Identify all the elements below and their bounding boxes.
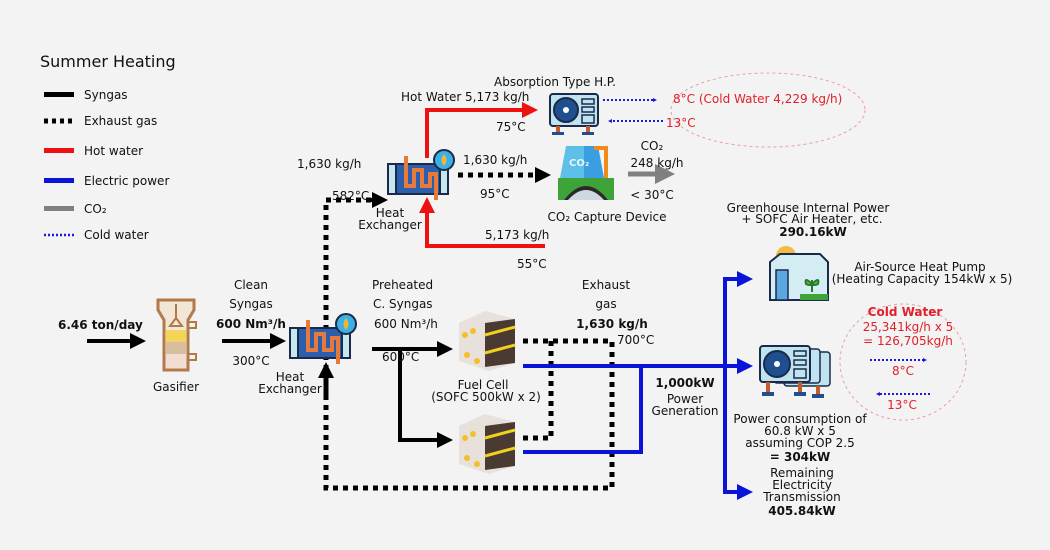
exhaust-temp: 700°C	[617, 333, 655, 347]
ashp-power-consumption: 60.8 kW x 5	[764, 424, 836, 438]
co2-capture-icon: CO₂	[558, 146, 614, 200]
exhaust-flow: 1,630 kg/h	[576, 317, 648, 331]
heat-exchanger-label: Exchanger	[258, 382, 322, 396]
heat-exchanger-label: Heat	[275, 370, 305, 384]
remaining-label: Transmission	[763, 490, 841, 504]
power-generation-label: Power	[666, 392, 704, 406]
legend-item-syngas: Syngas	[44, 88, 128, 102]
hot-water-supply-temp: 75°C	[496, 120, 526, 134]
hot-water-supply-flow: 5,173 kg/h	[465, 90, 530, 104]
gasifier-label: Gasifier	[152, 380, 200, 394]
legend-item-exhaust: Exhaust gas	[44, 114, 157, 128]
feed-rate: 6.46 ton/day	[58, 318, 143, 332]
co2-icon-text: CO₂	[569, 158, 589, 169]
ashp-capacity: (Heating Capacity 154kW x 5)	[831, 272, 1013, 286]
gray-line-swatch-icon	[44, 206, 74, 211]
greenhouse-label: Greenhouse Internal Power	[726, 201, 890, 215]
legend-item-hot-water: Hot water	[44, 144, 143, 158]
co2-capture-label: CO₂ Capture Device	[547, 210, 667, 224]
dotted-line-swatch-icon	[44, 118, 74, 124]
co2-flow: 248 kg/h	[630, 156, 684, 170]
gasifier-icon	[156, 298, 197, 372]
greenhouse-power: 290.16kW	[779, 225, 847, 239]
power-generation-value: 1,000kW	[655, 376, 715, 390]
remaining-label: Electricity	[772, 478, 832, 492]
remaining-power: 405.84kW	[768, 504, 836, 518]
diagram-title: Summer Heating	[40, 52, 176, 71]
hot-water-return-temp: 55°C	[517, 257, 547, 271]
cold-water-ellipse-right	[839, 303, 967, 421]
exhaust-line-mid	[523, 341, 554, 441]
legend-label: Syngas	[84, 88, 128, 102]
legend-label: Hot water	[84, 144, 144, 158]
exhaust-label: gas	[595, 297, 617, 311]
legend-label: Cold water	[84, 228, 149, 242]
co2-label: CO₂	[640, 139, 664, 153]
heat-exchanger-icon	[387, 149, 455, 200]
cold-water-out: 8°C (Cold Water 4,229 kg/h)	[673, 92, 843, 106]
absorption-hp-label: Absorption Type H.P.	[494, 75, 616, 89]
hot-water-label: Hot Water	[401, 90, 462, 104]
preheated-label: Preheated	[372, 278, 434, 292]
fuel-cell-icon	[459, 311, 516, 371]
clean-syngas-temp: 300°C	[232, 354, 270, 368]
ashp-power-consumption: Power consumption of	[733, 412, 867, 426]
hot-water-return	[419, 197, 545, 248]
heat-exchanger-icon	[289, 313, 357, 364]
blue-dotted-swatch-icon	[44, 233, 74, 237]
greenhouse-icon	[769, 246, 829, 301]
absorption-heat-pump-icon	[549, 93, 599, 135]
exhaust-line-top	[323, 197, 615, 491]
legend-label: Exhaust gas	[84, 114, 158, 128]
ashp-in-temp: 13°C	[887, 398, 917, 412]
he2-out-flow: 1,630 kg/h	[463, 153, 528, 167]
fuel-cell-label: Fuel Cell	[457, 378, 509, 392]
clean-syngas-label: Clean	[233, 278, 269, 292]
heat-exchanger-label: Heat	[375, 206, 405, 220]
he2-in-temp: 582°C	[332, 189, 370, 203]
legend-item-cold-water: Cold water	[44, 228, 149, 242]
ashp-cold-water-total: = 126,705kg/h	[863, 334, 953, 348]
ashp-cold-water-flow: 25,341kg/h x 5	[862, 320, 954, 334]
power-generation-label: Generation	[651, 404, 719, 418]
ashp-out-temp: 8°C	[891, 364, 915, 378]
clean-syngas-flow: 600 Nm³/h	[216, 317, 286, 331]
he2-in-flow: 1,630 kg/h	[297, 157, 362, 171]
power-line-bottom	[523, 366, 643, 454]
legend-label: Electric power	[84, 174, 170, 188]
preheated-label: C. Syngas	[373, 297, 433, 311]
preheated-temp: 600°C	[382, 350, 420, 364]
legend-item-electric-power: Electric power	[44, 174, 169, 188]
he2-out-temp: 95°C	[480, 187, 510, 201]
preheated-flow: 600 Nm³/h	[374, 317, 438, 331]
ashp-label: Air-Source Heat Pump	[854, 260, 986, 274]
fuel-cell-icon	[459, 414, 516, 474]
air-source-heat-pump-icon	[759, 345, 831, 398]
cold-water-in-temp: 13°C	[666, 116, 696, 130]
clean-syngas-label: Syngas	[229, 297, 273, 311]
co2-temp: < 30°C	[630, 188, 674, 202]
solid-line-swatch-icon	[44, 92, 74, 97]
fuel-cell-spec: (SOFC 500kW x 2)	[431, 390, 541, 404]
greenhouse-label: + SOFC Air Heater, etc.	[741, 212, 883, 226]
ashp-power-total: = 304kW	[769, 450, 831, 464]
ashp-power-consumption: assuming COP 2.5	[745, 436, 855, 450]
exhaust-label: Exhaust	[581, 278, 631, 292]
cold-water-ellipse-top	[670, 72, 866, 148]
blue-line-swatch-icon	[44, 178, 74, 183]
ashp-cold-water-title: Cold Water	[867, 305, 943, 319]
remaining-label: Remaining	[770, 466, 834, 480]
hot-water-supply	[425, 102, 538, 158]
legend-label: CO₂	[84, 202, 107, 216]
legend-item-co2: CO₂	[44, 202, 107, 216]
hot-water-return-flow: 5,173 kg/h	[485, 228, 550, 242]
heat-exchanger-label: Exchanger	[358, 218, 422, 232]
red-line-swatch-icon	[44, 148, 74, 153]
